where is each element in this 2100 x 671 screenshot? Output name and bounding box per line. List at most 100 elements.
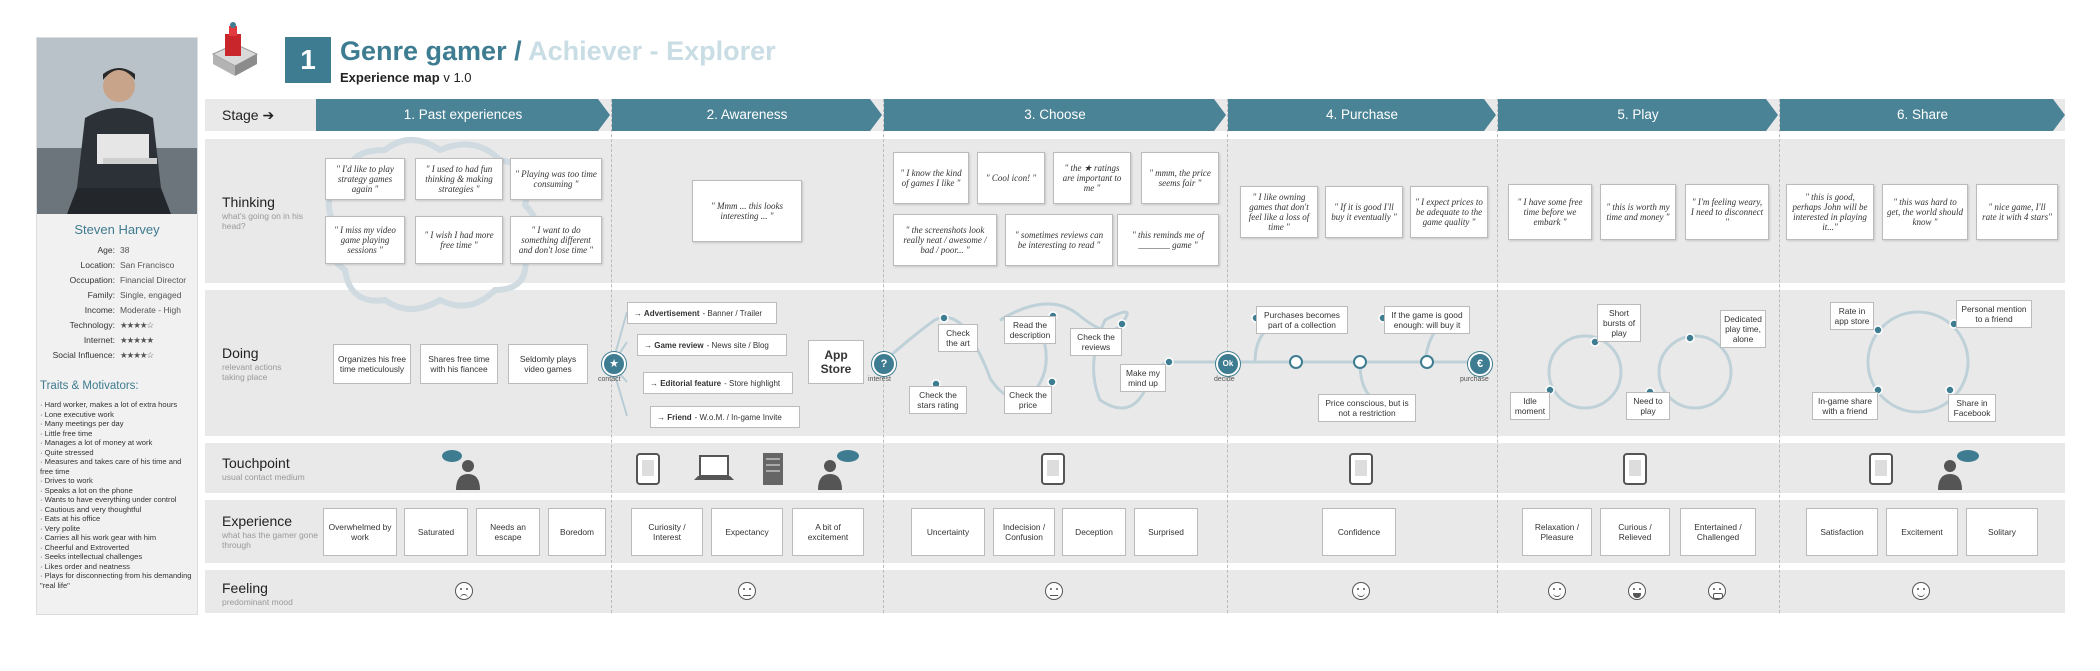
thought-card: " I'm feeling weary, I need to disconnec… — [1685, 184, 1769, 240]
trait-item: · Many meetings per day — [40, 419, 124, 428]
experience-card: Excitement — [1886, 508, 1958, 556]
trait-item: · Cautious and very thoughtful — [40, 504, 142, 514]
neutral-face-icon — [738, 582, 756, 600]
action-card: Personal mention to a friend — [1956, 300, 2032, 328]
thought-card: " I wish I had more free time " — [415, 216, 503, 264]
traits-heading: Traits & Motivators: — [40, 380, 139, 392]
smile-face-icon — [1912, 582, 1930, 600]
trait-item: · Drives to work — [40, 476, 93, 485]
app-store-box: App Store — [808, 340, 864, 384]
action-card: Check the price — [1004, 386, 1052, 414]
smile-face-icon — [1352, 582, 1370, 600]
thought-card: " If it is good I'll buy it eventually " — [1325, 186, 1403, 238]
persona-panel: Steven Harvey Age:38 Location:San Franci… — [36, 37, 198, 615]
action-card: Need to play — [1626, 392, 1670, 420]
action-card: Short bursts of play — [1597, 304, 1641, 342]
stage-share: 6. Share — [1780, 99, 2065, 131]
action-card: Check the reviews — [1070, 328, 1122, 356]
thought-card: " Playing was too time consuming " — [510, 158, 602, 200]
experience-card: Expectancy — [711, 508, 783, 556]
channel-advertisement: → Advertisement - Banner / Trailer — [627, 302, 777, 324]
thought-card: " Mmm ... this looks interesting ... " — [692, 180, 802, 242]
trait-item: · Plays for disconnecting from his deman… — [40, 571, 192, 590]
thought-card: " I miss my video game playing sessions … — [325, 216, 405, 264]
stage-awareness: 2. Awareness — [612, 99, 882, 131]
experience-sublabel: what has the gamer gone through — [222, 530, 318, 550]
action-card: Check the stars rating — [909, 386, 967, 414]
experience-card: Curiosity / Interest — [631, 508, 703, 556]
traits-list: · Hard worker, makes a lot of extra hour… — [40, 400, 196, 590]
tablet-icon — [1349, 453, 1373, 485]
page-subtitle: Experience map v 1.0 — [340, 70, 472, 85]
action-card: Check the art — [938, 324, 978, 352]
experience-card: Relaxation / Pleasure — [1522, 508, 1592, 556]
thought-card: " I like owning games that don't feel li… — [1240, 186, 1318, 238]
experience-card: Curious / Relieved — [1600, 508, 1670, 556]
action-card: Price conscious, but is not a restrictio… — [1318, 394, 1416, 422]
thought-card: " I expect prices to be adequate to the … — [1410, 186, 1488, 238]
trait-item: · Carries all his work gear with him — [40, 533, 157, 542]
action-card: In-game share with a friend — [1812, 392, 1878, 420]
trait-item: · Cheerful and Extroverted — [40, 542, 130, 552]
feeling-sublabel: predominant mood — [222, 597, 293, 607]
page-title: Genre gamer / Achiever - Explorer — [340, 36, 776, 66]
trait-item: · Wants to have everything under control — [40, 495, 177, 504]
action-card: Purchases becomes part of a collection — [1256, 306, 1348, 334]
thought-card: " nice game, I'll rate it with 4 stars" — [1976, 184, 2058, 240]
experience-card: Solitary — [1966, 508, 2038, 556]
person-talking-icon — [442, 450, 480, 490]
tablet-icon — [1623, 453, 1647, 485]
thought-card: " this is good, perhaps John will be int… — [1786, 184, 1874, 240]
interest-question-icon: ? — [872, 352, 896, 376]
persona-family: Family:Single, engaged — [87, 290, 182, 300]
experience-card: Indecision / Confusion — [993, 508, 1055, 556]
stage-divider — [1779, 99, 1780, 613]
laptop-icon — [694, 455, 734, 480]
touchpoint-row — [205, 443, 2065, 493]
happy-face-icon — [1628, 582, 1646, 600]
trait-item: · Manages a lot of money at work — [40, 438, 153, 447]
grin-face-icon — [1708, 582, 1726, 600]
experience-card: Entertained / Challenged — [1680, 508, 1756, 556]
trait-item: · Little free time — [40, 428, 93, 438]
stage-choose: 3. Choose — [884, 99, 1226, 131]
trait-item: · Quite stressed — [40, 447, 94, 457]
stage-play: 5. Play — [1498, 99, 1778, 131]
experience-card: Deception — [1062, 508, 1126, 556]
star-rating: ★★★★★ — [120, 335, 154, 345]
experience-card: Satisfaction — [1806, 508, 1878, 556]
action-card: Organizes his free time meticulously — [333, 344, 411, 384]
touchpoint-label: Touchpoint — [222, 455, 290, 471]
persona-occupation: Occupation:Financial Director — [69, 275, 187, 285]
channel-editorial: → Editorial feature - Store highlight — [643, 372, 793, 394]
doing-sublabel: relevant actions taking place — [222, 362, 282, 382]
thought-card: " I used to had fun thinking & making st… — [415, 158, 503, 200]
trait-item: · Very polite — [40, 523, 81, 533]
action-card: Idle moment — [1510, 392, 1550, 420]
contact-star-icon: ★ — [602, 352, 626, 376]
persona-age: Age:38 — [97, 245, 130, 255]
stage-divider — [1497, 99, 1498, 613]
smile-face-icon — [1548, 582, 1566, 600]
stage-label: Stage ➔ — [222, 107, 275, 123]
decide-label: decide — [1214, 376, 1235, 383]
thought-card: " I'd like to play strategy games again … — [325, 158, 405, 200]
trait-item: · Hard worker, makes a lot of extra hour… — [40, 400, 178, 409]
star-rating: ★★★★☆ — [120, 320, 154, 330]
persona-name: Steven Harvey — [74, 222, 160, 237]
experience-label: Experience — [222, 513, 293, 529]
interest-label: interest — [868, 376, 891, 383]
experience-card: Overwhelmed by work — [323, 508, 397, 556]
experience-card: A bit of excitement — [792, 508, 864, 556]
doing-label: Doing — [222, 345, 259, 361]
action-card: Dedicated play time, alone — [1720, 310, 1766, 348]
sad-face-icon — [455, 582, 473, 600]
touchpoint-sublabel: usual contact medium — [222, 472, 305, 482]
experience-card: Saturated — [404, 508, 468, 556]
thinking-sublabel: what's going on in his head? — [222, 211, 304, 231]
action-card: Seldomly plays video games — [508, 344, 588, 384]
channel-friend: → Friend - W.o.M. / In-game Invite — [650, 406, 800, 428]
purchase-label: purchase — [1460, 376, 1489, 383]
trait-item: · Seeks intellectual challenges — [40, 552, 143, 561]
experience-card: Boredom — [548, 508, 606, 556]
